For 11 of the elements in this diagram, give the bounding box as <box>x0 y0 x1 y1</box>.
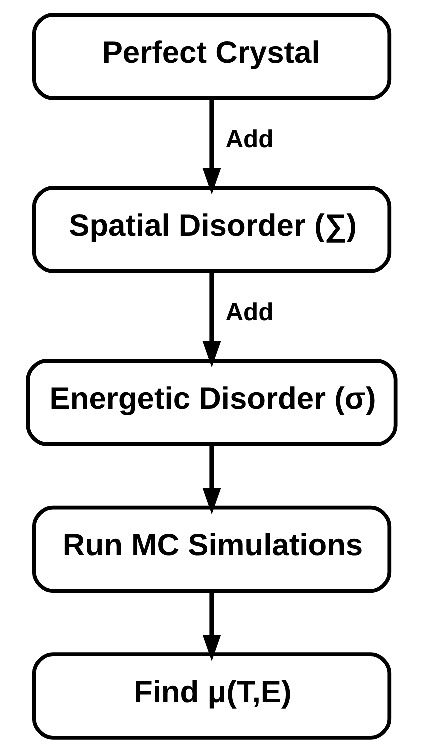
node-box: Perfect Crystal <box>32 13 392 100</box>
edge-label: Add <box>225 126 274 154</box>
arrow <box>202 592 221 662</box>
arrow <box>202 272 221 368</box>
arrow <box>202 445 221 515</box>
edge-label: Add <box>225 300 274 327</box>
node-box: Find μ(T,E) <box>32 652 392 740</box>
node-box: Energetic Disorder (σ) <box>26 359 398 446</box>
node-box: Spatial Disorder (∑) <box>32 186 392 274</box>
node-box: Run MC Simulations <box>32 506 392 594</box>
arrow <box>202 98 221 195</box>
